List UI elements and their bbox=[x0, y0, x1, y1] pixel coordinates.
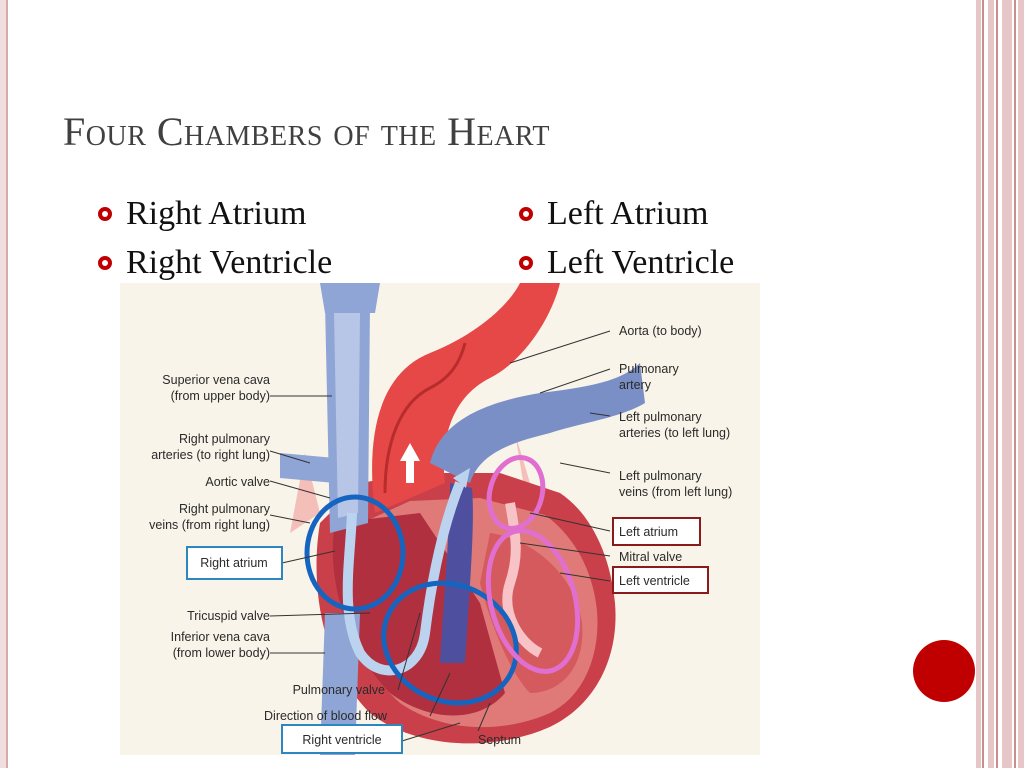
label-right-pulmonary-arteries: Right pulmonary bbox=[179, 432, 271, 446]
label-left-pulmonary-veins-sub: veins (from left lung) bbox=[619, 485, 732, 499]
left-ventricle-outline bbox=[485, 528, 581, 674]
bullet-text: Right Atrium bbox=[126, 194, 307, 232]
right-ventricle-outline bbox=[381, 580, 519, 706]
label-superior-vena-cava: Superior vena cava bbox=[162, 373, 270, 387]
label-right-pulmonary-veins: Right pulmonary bbox=[179, 502, 271, 516]
label-inferior-vena-cava-sub: (from lower body) bbox=[173, 646, 270, 660]
label-pulmonary-valve: Pulmonary valve bbox=[293, 683, 385, 697]
bullet-icon bbox=[98, 206, 112, 221]
label-left-pulmonary-arteries-sub: arteries (to left lung) bbox=[619, 426, 730, 440]
right-atrium-outline bbox=[304, 494, 406, 612]
label-septum: Septum bbox=[478, 733, 521, 747]
list-item: Left Ventricle bbox=[519, 238, 734, 287]
label-right-ventricle: Right ventricle bbox=[302, 733, 381, 747]
bullet-text: Left Atrium bbox=[547, 194, 709, 232]
label-right-pulmonary-arteries-sub: arteries (to right lung) bbox=[151, 448, 270, 462]
label-aortic-valve: Aortic valve bbox=[205, 475, 270, 489]
label-tricuspid-valve: Tricuspid valve bbox=[187, 609, 270, 623]
decorative-red-circle bbox=[913, 640, 975, 702]
right-atrium-label-box bbox=[186, 546, 283, 580]
label-left-atrium: Left atrium bbox=[619, 525, 678, 539]
bullet-list-right-chambers: Right Atrium Right Ventricle bbox=[98, 189, 332, 287]
list-item: Right Atrium bbox=[98, 189, 332, 238]
label-inferior-vena-cava: Inferior vena cava bbox=[171, 630, 270, 644]
bullet-text: Left Ventricle bbox=[547, 243, 735, 281]
left-atrium-outline bbox=[486, 455, 546, 531]
heart-diagram: Superior vena cava (from upper body) Rig… bbox=[120, 283, 760, 755]
bullet-icon bbox=[519, 255, 533, 270]
label-mitral-valve: Mitral valve bbox=[619, 550, 682, 564]
list-item: Left Atrium bbox=[519, 189, 734, 238]
left-atrium-label-box bbox=[612, 517, 701, 546]
label-left-ventricle: Left ventricle bbox=[619, 574, 690, 588]
left-border-decoration bbox=[0, 0, 8, 768]
bullet-list-left-chambers: Left Atrium Left Ventricle bbox=[519, 189, 734, 287]
label-superior-vena-cava-sub: (from upper body) bbox=[171, 389, 270, 403]
heart-diagram-svg: Superior vena cava (from upper body) Rig… bbox=[120, 283, 760, 755]
list-item: Right Ventricle bbox=[98, 238, 332, 287]
label-left-pulmonary-veins: Left pulmonary bbox=[619, 469, 702, 483]
label-pulmonary-artery-sub: artery bbox=[619, 378, 652, 392]
label-pulmonary-artery: Pulmonary bbox=[619, 362, 679, 376]
slide-title: Four Chambers of the Heart bbox=[63, 109, 550, 154]
left-ventricle-label-box bbox=[612, 566, 709, 594]
label-aorta: Aorta (to body) bbox=[619, 324, 702, 338]
right-ventricle-label-box bbox=[281, 724, 403, 754]
label-right-atrium: Right atrium bbox=[200, 556, 267, 570]
label-direction-of-blood-flow: Direction of blood flow bbox=[264, 709, 388, 723]
label-right-pulmonary-veins-sub: veins (from right lung) bbox=[149, 518, 270, 532]
bullet-icon bbox=[98, 255, 112, 270]
bullet-text: Right Ventricle bbox=[126, 243, 333, 281]
right-border-decoration bbox=[976, 0, 1024, 768]
bullet-icon bbox=[519, 206, 533, 221]
label-left-pulmonary-arteries: Left pulmonary bbox=[619, 410, 702, 424]
